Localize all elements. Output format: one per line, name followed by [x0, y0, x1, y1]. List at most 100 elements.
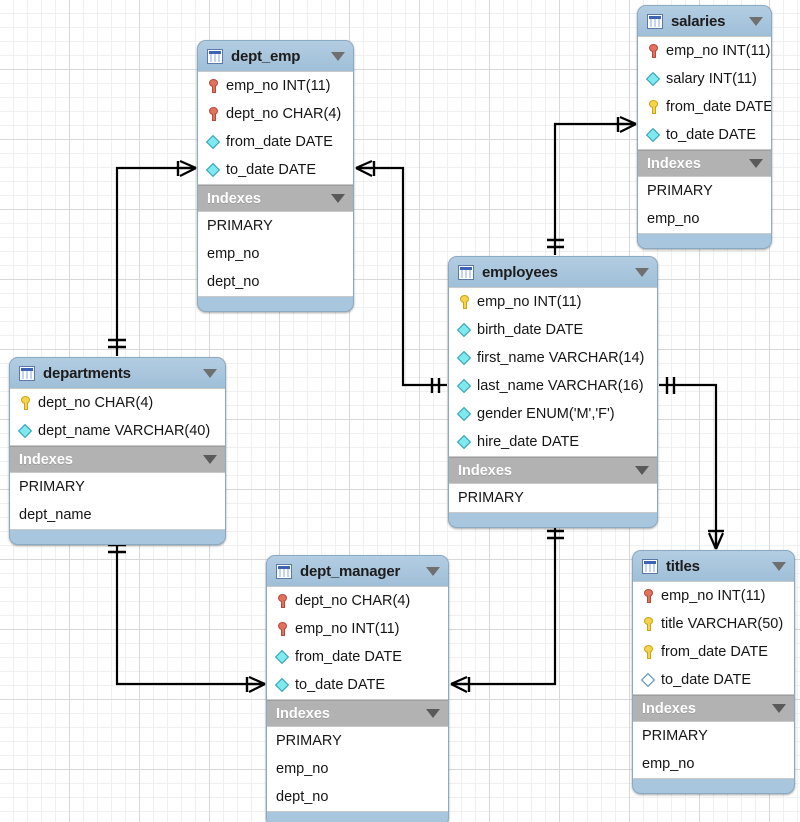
- diamond-cyan-icon: [275, 649, 290, 665]
- column-row[interactable]: first_name VARCHAR(14): [449, 344, 657, 372]
- connector-employees-titles[interactable]: [659, 377, 725, 550]
- indexes-header[interactable]: Indexes: [198, 185, 353, 211]
- column-row[interactable]: title VARCHAR(50): [633, 610, 794, 638]
- index-row[interactable]: dept_name: [10, 501, 225, 529]
- chevron-down-icon[interactable]: [635, 267, 649, 277]
- chevron-down-icon[interactable]: [426, 709, 440, 718]
- column-label: emp_no INT(11): [226, 78, 331, 94]
- indexes-header[interactable]: Indexes: [638, 150, 771, 176]
- columns-list: dept_no CHAR(4) emp_no INT(11)from_date D…: [267, 586, 448, 700]
- table-header[interactable]: dept_manager: [267, 556, 448, 586]
- column-row[interactable]: last_name VARCHAR(16): [449, 372, 657, 400]
- index-row[interactable]: dept_no: [198, 268, 353, 296]
- indexes-header[interactable]: Indexes: [267, 700, 448, 726]
- key-red-icon: [275, 621, 290, 637]
- index-row[interactable]: PRIMARY: [633, 722, 794, 750]
- index-row[interactable]: PRIMARY: [10, 473, 225, 501]
- chevron-down-icon[interactable]: [203, 455, 217, 464]
- table-header[interactable]: titles: [633, 551, 794, 581]
- table-name: dept_manager: [300, 562, 401, 580]
- column-row[interactable]: emp_no INT(11): [638, 37, 771, 65]
- table-header[interactable]: dept_emp: [198, 41, 353, 71]
- table-name: dept_emp: [231, 47, 301, 65]
- indexes-header[interactable]: Indexes: [449, 457, 657, 483]
- connector-employees-salaries[interactable]: [547, 115, 637, 255]
- column-row[interactable]: dept_name VARCHAR(40): [10, 417, 225, 445]
- key-red-icon: [206, 106, 221, 122]
- column-label: to_date DATE: [295, 677, 386, 693]
- connector-dept_manager-employees[interactable]: [450, 522, 564, 693]
- columns-list: emp_no INT(11) title VARCHAR(50) from_date…: [633, 581, 794, 695]
- table-departments[interactable]: departments dept_no CHAR(4) dept_name VAR…: [9, 357, 226, 545]
- column-row[interactable]: emp_no INT(11): [267, 615, 448, 643]
- column-label: from_date DATE: [226, 134, 333, 150]
- chevron-down-icon[interactable]: [426, 566, 440, 576]
- chevron-down-icon[interactable]: [772, 704, 786, 713]
- column-row[interactable]: dept_no CHAR(4): [267, 587, 448, 615]
- column-label: title VARCHAR(50): [661, 616, 784, 632]
- index-label: emp_no: [276, 761, 329, 777]
- index-row[interactable]: emp_no: [638, 205, 771, 233]
- column-row[interactable]: emp_no INT(11): [633, 582, 794, 610]
- table-header[interactable]: departments: [10, 358, 225, 388]
- index-row[interactable]: emp_no: [267, 755, 448, 783]
- chevron-down-icon[interactable]: [772, 561, 786, 571]
- column-row[interactable]: birth_date DATE: [449, 316, 657, 344]
- chevron-down-icon[interactable]: [749, 16, 763, 26]
- diamond-cyan-icon: [18, 423, 33, 439]
- diamond-cyan-icon: [646, 71, 661, 87]
- chevron-down-icon[interactable]: [635, 466, 649, 475]
- column-row[interactable]: to_date DATE: [638, 121, 771, 149]
- table-salaries[interactable]: salaries emp_no INT(11)salary INT(11) fro…: [637, 5, 772, 249]
- index-row[interactable]: PRIMARY: [198, 212, 353, 240]
- column-row[interactable]: from_date DATE: [633, 638, 794, 666]
- column-row[interactable]: from_date DATE: [638, 93, 771, 121]
- indexes-list: PRIMARY: [449, 483, 657, 513]
- index-row[interactable]: emp_no: [633, 750, 794, 778]
- diamond-cyan-icon: [206, 162, 221, 178]
- column-label: dept_no CHAR(4): [38, 395, 154, 411]
- column-row[interactable]: salary INT(11): [638, 65, 771, 93]
- indexes-header[interactable]: Indexes: [10, 446, 225, 472]
- table-titles[interactable]: titles emp_no INT(11) title VARCHAR(50) fr…: [632, 550, 795, 794]
- chevron-down-icon[interactable]: [331, 51, 345, 61]
- column-label: dept_no CHAR(4): [295, 593, 411, 609]
- chevron-down-icon[interactable]: [203, 368, 217, 378]
- column-row[interactable]: dept_no CHAR(4): [10, 389, 225, 417]
- connector-departments-dept_manager[interactable]: [108, 543, 266, 693]
- index-row[interactable]: PRIMARY: [449, 484, 657, 512]
- table-dept_manager[interactable]: dept_manager dept_no CHAR(4) emp_no INT(1…: [266, 555, 449, 822]
- chevron-down-icon[interactable]: [331, 194, 345, 203]
- column-row[interactable]: hire_date DATE: [449, 428, 657, 456]
- chevron-down-icon[interactable]: [749, 159, 763, 168]
- column-row[interactable]: to_date DATE: [198, 156, 353, 184]
- index-row[interactable]: PRIMARY: [638, 177, 771, 205]
- table-dept_emp[interactable]: dept_emp emp_no INT(11) dept_no CHAR(4) fr…: [197, 40, 354, 312]
- index-row[interactable]: emp_no: [198, 240, 353, 268]
- diamond-cyan-icon: [457, 406, 472, 422]
- index-label: emp_no: [647, 211, 700, 227]
- connector-departments-dept_emp[interactable]: [108, 159, 197, 356]
- column-row[interactable]: from_date DATE: [267, 643, 448, 671]
- column-row[interactable]: emp_no INT(11): [449, 288, 657, 316]
- table-header[interactable]: employees: [449, 257, 657, 287]
- column-row[interactable]: emp_no INT(11): [198, 72, 353, 100]
- column-row[interactable]: to_date DATE: [267, 671, 448, 699]
- column-row[interactable]: dept_no CHAR(4): [198, 100, 353, 128]
- indexes-header[interactable]: Indexes: [633, 695, 794, 721]
- indexes-label: Indexes: [642, 700, 696, 717]
- table-header[interactable]: salaries: [638, 6, 771, 36]
- connector-dept_emp-employees[interactable]: [355, 159, 447, 393]
- column-label: from_date DATE: [666, 99, 772, 115]
- index-label: dept_no: [276, 789, 329, 805]
- column-row[interactable]: gender ENUM('M','F'): [449, 400, 657, 428]
- column-row[interactable]: from_date DATE: [198, 128, 353, 156]
- column-label: dept_no CHAR(4): [226, 106, 342, 122]
- column-row[interactable]: to_date DATE: [633, 666, 794, 694]
- index-row[interactable]: PRIMARY: [267, 727, 448, 755]
- index-row[interactable]: dept_no: [267, 783, 448, 811]
- column-label: gender ENUM('M','F'): [477, 406, 615, 422]
- index-label: PRIMARY: [458, 490, 524, 506]
